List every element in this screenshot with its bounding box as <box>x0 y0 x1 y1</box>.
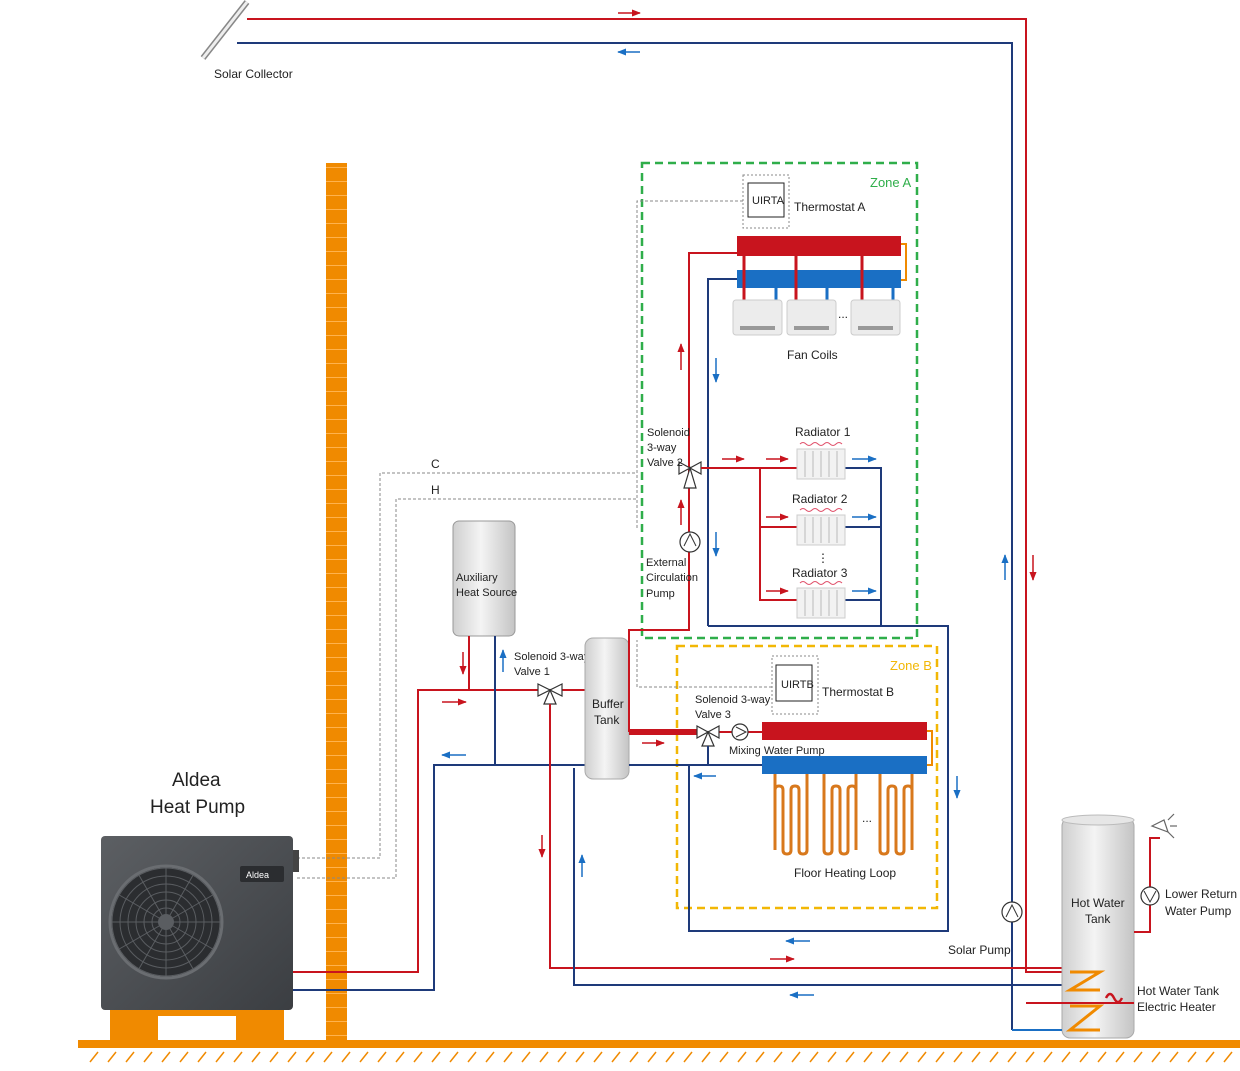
radiator-1-label: Radiator 1 <box>795 425 851 439</box>
hot-water-tank-label-1: Hot Water <box>1071 896 1125 910</box>
mixing-water-pump-icon <box>731 723 749 741</box>
zone-b-boundary <box>675 644 939 910</box>
solar-return-pipe <box>237 42 1013 1030</box>
zone-a-label: Zone A <box>870 175 912 190</box>
valve-2-label-2: 3-way <box>647 442 677 454</box>
buffer-tank-label-1: Buffer <box>592 697 624 711</box>
brick-wall <box>326 163 347 1040</box>
heat-pump-title-2: Heat Pump <box>150 797 245 818</box>
radiator-2-label: Radiator 2 <box>792 492 848 506</box>
heat-pump-title-1: Aldea <box>172 770 221 791</box>
signal-h-label: H <box>431 483 440 497</box>
thermostat-b-wire <box>636 640 772 688</box>
auxiliary-heat-source <box>452 520 516 637</box>
ground <box>78 1040 1240 1063</box>
zone-a-return-pipe <box>707 278 737 626</box>
lower-return-label-2: Water Pump <box>1165 904 1232 918</box>
radiator-2-icon <box>796 508 846 546</box>
zone-b-return-manifold <box>762 756 927 774</box>
zone-b-return-loop <box>688 625 949 932</box>
valve-1-label-1: Solenoid 3-way <box>514 651 590 663</box>
lower-return-label-1: Lower Return <box>1165 887 1237 901</box>
solenoid-valve-3-icon <box>696 724 720 747</box>
aux-label-1: Auxiliary <box>456 572 498 584</box>
valve-3-label-1: Solenoid 3-way <box>695 694 771 706</box>
thermostat-b-unit: UIRTB <box>781 679 814 691</box>
radiator-3-label: Radiator 3 <box>792 566 848 580</box>
solar-collector-icon <box>200 0 250 60</box>
thermostat-a-label: Thermostat A <box>794 200 865 214</box>
electric-heater-label-1: Hot Water Tank <box>1137 984 1220 998</box>
radiator-3-icon <box>796 581 846 619</box>
signal-c-label: C <box>431 457 440 471</box>
hot-water-tank-label-2: Tank <box>1085 912 1111 926</box>
zone-a-supply-pipe <box>628 252 737 732</box>
floor-heating-label: Floor Heating Loop <box>794 866 896 880</box>
fan-coils-label: Fan Coils <box>787 348 838 362</box>
thermostat-a-wire <box>636 200 743 528</box>
valve-1-branch <box>549 704 1100 969</box>
fan-coil-supply-manifold <box>737 236 901 256</box>
valve-3-label-2: Valve 3 <box>695 709 731 721</box>
zone-b-supply-manifold <box>762 722 927 740</box>
solar-pump-label: Solar Pump <box>948 943 1011 957</box>
fan-coil-unit-icon <box>850 299 901 336</box>
ext-pump-label-3: Pump <box>646 588 675 600</box>
radiator-return-pipe <box>845 467 882 626</box>
ext-pump-label-2: Circulation <box>646 572 698 584</box>
thermostat-a-unit: UIRTA <box>752 195 785 207</box>
radiator-ellipsis: ⋮ <box>817 551 829 565</box>
brand-badge: Aldea <box>246 870 269 880</box>
valve-2-label-3: Valve 2 <box>647 457 683 469</box>
electric-heater-label-2: Electric Heater <box>1137 1000 1216 1014</box>
zone-a-boundary <box>640 161 919 640</box>
thermostat-b-label: Thermostat B <box>822 685 894 699</box>
mixing-pump-label: Mixing Water Pump <box>729 745 825 757</box>
fan-coil-unit-icon <box>786 299 837 336</box>
heat-exchanger-coil-icon <box>1064 970 1106 1032</box>
buffer-tank-label-2: Tank <box>594 713 620 727</box>
dhw-return-pipe <box>573 768 1100 986</box>
aux-label-2: Heat Source <box>456 587 517 599</box>
floor-heating-loop-icon <box>773 774 914 856</box>
heat-pump-unit: Aldea <box>101 836 299 1040</box>
signal-line-c <box>297 472 637 859</box>
radiator-supply-pipe <box>701 467 797 601</box>
external-circulation-pump-icon <box>679 531 701 553</box>
solar-pump-icon <box>1001 901 1023 923</box>
floor-ellipsis: ... <box>862 811 872 825</box>
ext-pump-label-1: External <box>646 557 686 569</box>
fan-coil-unit-icon <box>732 299 783 336</box>
hp-return-pipe <box>293 764 585 991</box>
electric-heater-icon <box>1104 992 1124 1004</box>
zone-b-label: Zone B <box>890 658 932 673</box>
solar-collector-label: Solar Collector <box>214 67 293 81</box>
lower-return-pump-icon <box>1140 886 1160 906</box>
hp-supply-pipe <box>293 689 540 973</box>
radiator-1-icon <box>796 442 846 480</box>
lower-return-pipe <box>1134 837 1160 933</box>
solenoid-valve-2-icon <box>678 460 702 489</box>
solenoid-valve-1-icon <box>537 683 588 705</box>
valve-1-label-2: Valve 1 <box>514 666 550 678</box>
shower-head-icon <box>1150 813 1177 839</box>
fan-coil-ellipsis: ... <box>838 307 848 321</box>
fan-coil-return-manifold <box>737 270 901 288</box>
valve-2-label-1: Solenoid <box>647 427 690 439</box>
